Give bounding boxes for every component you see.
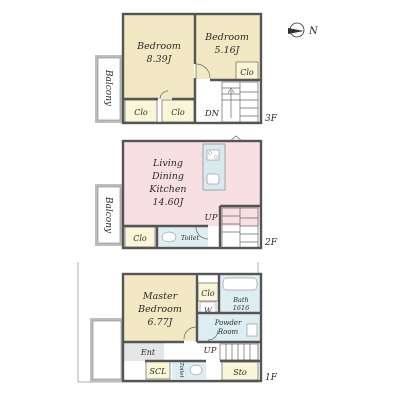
master-bedroom-1f <box>124 275 196 341</box>
ldk-size: 14.60J <box>152 197 184 208</box>
stairs-1f <box>219 343 259 361</box>
bedroom-3f-large-size: 8.39J <box>147 54 173 65</box>
storage-label: Sto <box>233 368 247 377</box>
floor-label-3f: 3F <box>265 114 278 124</box>
floor-1f: Master Bedroom 6.77J Clo W Bath 1616 Pow… <box>77 262 278 383</box>
closet-1f <box>198 283 218 301</box>
master-size: 6.77J <box>148 317 174 328</box>
toilet-1f-label: Toilet <box>178 362 184 378</box>
toilet-1f-icon <box>189 364 203 376</box>
bedroom-3f-large <box>124 15 194 99</box>
bathtub-icon <box>222 277 258 291</box>
bedroom-3f-small-name: Bedroom <box>204 32 249 43</box>
floor-label-2f: 2F <box>264 238 278 248</box>
compass-north-label: N <box>308 26 319 37</box>
entrance-label: Ent <box>140 348 156 357</box>
down-label-3f: DN <box>204 109 220 119</box>
closet-3f-1-label: Clo <box>134 108 148 117</box>
closet-2f-label: Clo <box>133 234 147 243</box>
hall-1f <box>166 343 218 361</box>
up-label-2f: UP <box>205 213 218 223</box>
ldk-2f <box>124 142 260 226</box>
hallway-3f <box>196 80 220 122</box>
washer-label: W <box>204 306 213 315</box>
ldk-line3: Kitchen <box>148 184 186 195</box>
toilet-2f-icon <box>161 231 177 243</box>
closet-3f-1 <box>125 100 157 122</box>
storage-1f <box>222 362 258 380</box>
ldk-line1: Living <box>152 158 183 169</box>
stairs-2f <box>221 207 259 249</box>
up-label-1f: UP <box>204 346 217 356</box>
bath-line1: Bath <box>232 296 248 304</box>
entrance-1f <box>124 343 164 361</box>
compass-arrow-icon <box>288 28 304 34</box>
master-line2: Bedroom <box>137 304 182 315</box>
floor-2f: Balcony Living Dining Kitchen 14.60J UP <box>95 135 278 250</box>
stairs-3f <box>221 81 259 123</box>
shoe-closet-1f <box>146 361 170 379</box>
powder-line1: Powder <box>214 319 242 327</box>
scl-label: SCL <box>150 367 167 376</box>
balcony-3f-label: Balcony <box>103 69 113 107</box>
closet-3f-2-label: Clo <box>171 108 185 117</box>
closet-3f-2 <box>162 100 194 122</box>
bedroom-3f-large-name: Bedroom <box>136 41 181 52</box>
closet-3f-b <box>236 62 258 80</box>
compass: N <box>288 22 319 38</box>
floor-3f: Balcony Bedroom 8.39J Bedroom 5.16J Clo … <box>95 12 278 125</box>
toilet-2f-label: Toilet <box>181 234 200 242</box>
floor-label-1f: 1F <box>265 373 278 383</box>
sink-icon <box>206 173 220 185</box>
master-line1: Master <box>142 291 179 302</box>
balcony-2f-label: Balcony <box>103 196 113 234</box>
ldk-line2: Dining <box>151 171 184 182</box>
bath-line2: 1616 <box>233 304 250 312</box>
kitchen-counter <box>202 143 226 191</box>
vanity-sink-icon <box>246 323 258 337</box>
closet-1f-label: Clo <box>201 289 215 298</box>
closet-2f <box>125 227 155 247</box>
closet-3f-b-label: Clo <box>240 68 254 77</box>
powder-line2: Room <box>217 328 239 336</box>
stove-icon <box>206 149 220 161</box>
bedroom-3f-small-size: 5.16J <box>215 45 241 56</box>
